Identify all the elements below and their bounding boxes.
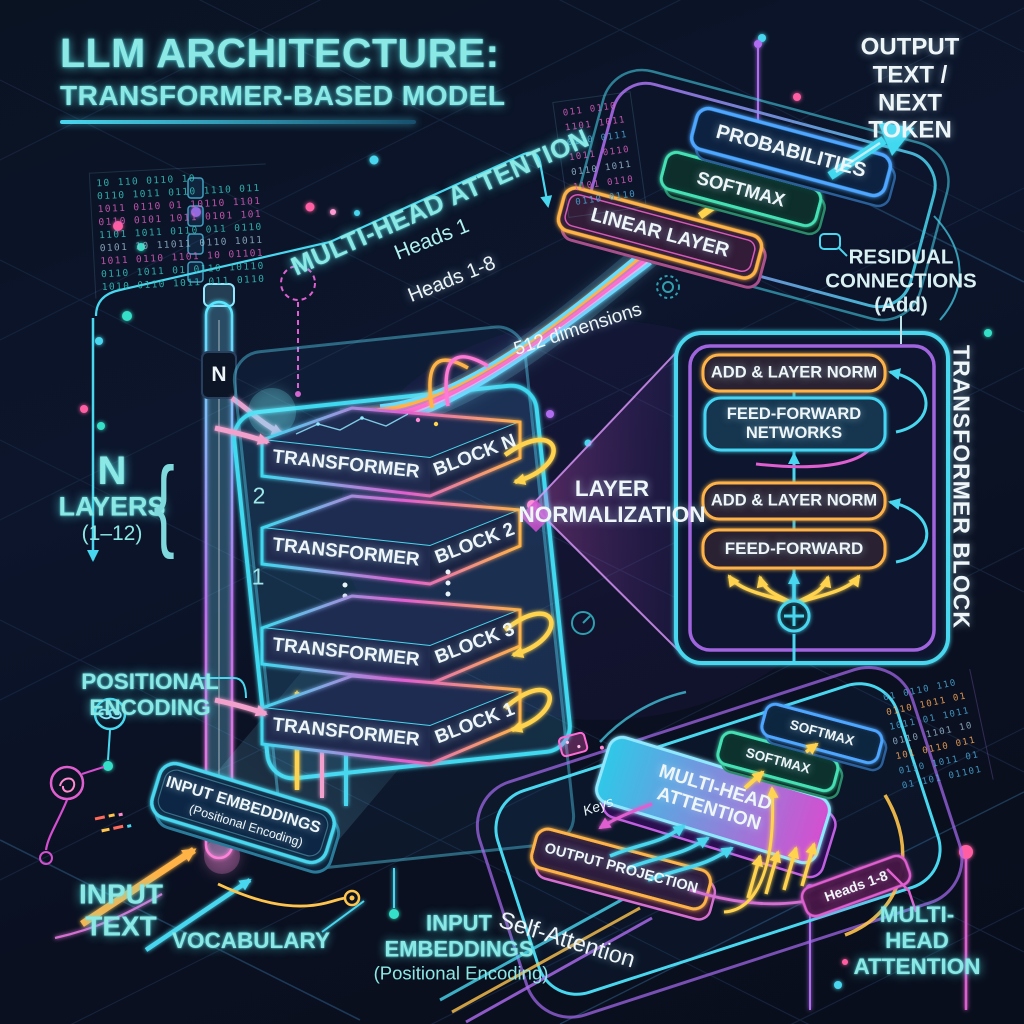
mha-corner-label: MULTI-HEAD ATTENTION: [853, 901, 981, 980]
chip-icon: [187, 177, 204, 283]
pillar-n-badge: [201, 351, 237, 399]
softmax-box[interactable]: [657, 150, 829, 236]
n-layers-range: (1–12): [81, 521, 143, 545]
plus-circle-icon: [777, 599, 811, 633]
input-embeddings-caption: INPUT EMBEDDINGS: [384, 910, 534, 961]
transformer-block-panel: [674, 316, 950, 665]
feed-forward-networks-label[interactable]: FEED-FORWARD NETWORKS: [726, 404, 862, 442]
residual-loop-2: [888, 498, 929, 564]
n-layers-brace: {: [153, 445, 175, 561]
link-icon: [93, 697, 127, 731]
transformer-block-side-label: TRANSFORMER BLOCK: [948, 344, 975, 630]
guide-lines: [87, 151, 553, 761]
swirl-icon: [39, 765, 105, 865]
stack-residual-arrows: [503, 437, 556, 733]
transformer-block-2[interactable]: [260, 494, 522, 586]
output-text-label: OUTPUT TEXT / NEXT TOKEN: [860, 33, 960, 144]
pillar-n-label: N: [211, 362, 227, 386]
transformer-stack: [214, 355, 556, 766]
input-embeddings-caption-sub: (Positional Encoding): [373, 962, 549, 984]
layer-normalization-label: LAYER NORMALIZATION: [518, 475, 706, 527]
heads-tag-box[interactable]: [799, 853, 913, 919]
layers-pillar: [201, 283, 284, 874]
feed-forward-label[interactable]: FEED-FORWARD: [724, 539, 864, 559]
residual-connections-label: RESIDUAL CONNECTIONS (Add): [825, 245, 977, 316]
layer-num-1: 1: [251, 563, 265, 590]
self-attention-group: [439, 665, 964, 1024]
softmax-a-box[interactable]: [714, 730, 846, 800]
output-to-panel-line: [933, 215, 961, 321]
n-layers-word: LAYERS: [58, 491, 166, 522]
vocabulary-circuit: [217, 882, 361, 908]
n-layers-n: N: [97, 448, 127, 493]
linear-layer-box[interactable]: [554, 185, 770, 290]
diamond-node: [520, 500, 552, 532]
mini-dashes: [94, 812, 132, 833]
output-projection-box[interactable]: [527, 826, 720, 922]
output-arrow: [827, 122, 914, 180]
page-title-line1: LLM ARCHITECTURE:: [60, 30, 500, 76]
transformer-block-3[interactable]: [260, 594, 522, 686]
softmax-b-box[interactable]: [758, 702, 890, 772]
add-layer-norm-1-label[interactable]: ADD & LAYER NORM: [710, 363, 878, 382]
magnifier-icon: [819, 233, 848, 257]
dashed-node: [280, 265, 316, 397]
add-layer-norm-1-box[interactable]: [701, 353, 887, 393]
vocabulary-label: VOCABULARY: [172, 927, 330, 953]
stack-input-arrows: [214, 425, 270, 717]
add-layer-norm-2-label[interactable]: ADD & LAYER NORM: [710, 491, 878, 510]
gear-doodle-icon: [656, 275, 680, 299]
code-block-top-left: 10 110 0110 10 0110 1011 0110 1110 011 1…: [88, 163, 272, 299]
frame-glow: [248, 388, 296, 436]
page-title-line2: TRANSFORMER-BASED MODEL: [60, 80, 506, 111]
add-layer-norm-2-box[interactable]: [701, 481, 887, 521]
dice-icon: [558, 731, 604, 758]
layer-num-2: 2: [252, 482, 266, 509]
residual-loop-1: [888, 368, 928, 434]
output-pipeline: [554, 68, 961, 322]
transformer-block-1[interactable]: [260, 674, 522, 766]
gauge-icon: [571, 611, 595, 635]
title-underline: [60, 120, 416, 124]
input-embeddings-box[interactable]: [145, 760, 344, 876]
transformer-block-n[interactable]: [260, 355, 522, 498]
circuit-dots: [80, 34, 992, 1010]
feed-forward-box[interactable]: [701, 528, 887, 570]
feed-forward-networks-box[interactable]: [703, 396, 887, 452]
positional-encoding-label: POSITIONAL ENCODING: [81, 668, 219, 720]
tag-connector: [886, 868, 918, 913]
input-text-label: INPUT TEXT: [79, 878, 163, 942]
